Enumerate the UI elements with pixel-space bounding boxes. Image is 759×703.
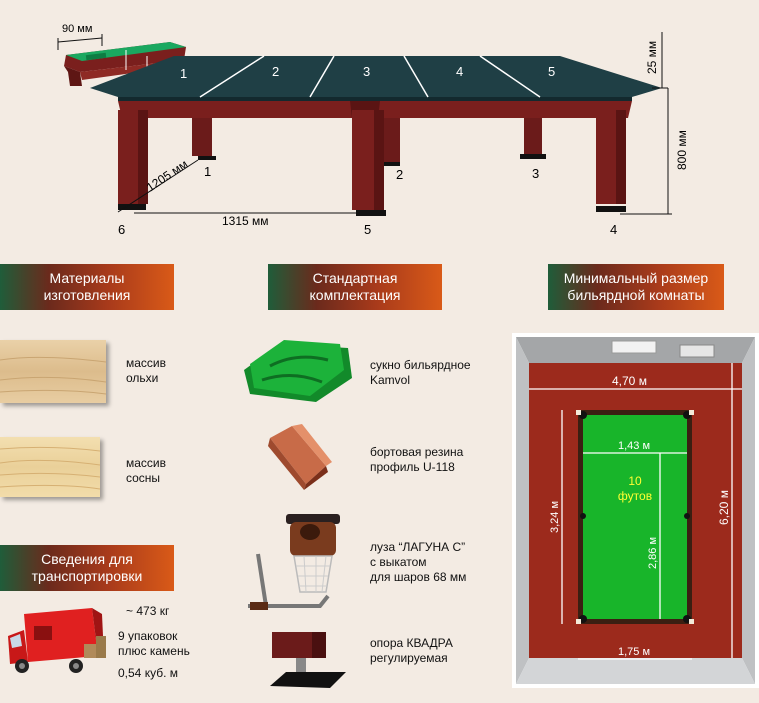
slate-number: 1 [180, 66, 187, 81]
play-length-label: 2,86 м [647, 537, 659, 569]
table-length-label: 3,24 м [549, 501, 561, 533]
window-icon [611, 340, 657, 354]
slate-joint [403, 55, 429, 98]
table-felt [583, 415, 687, 619]
width-dim-line [117, 159, 199, 213]
pocket-icon [248, 514, 340, 610]
slate-edge [118, 97, 632, 101]
slate-joint [479, 55, 541, 98]
room-width-label: 4,70 м [612, 374, 647, 388]
length-dim-label: 1315 мм [222, 214, 269, 228]
leg-number: 2 [396, 167, 403, 182]
table-diagram: 90 мм 1 2 3 4 5 1205 мм 1315 мм 2 [57, 23, 689, 237]
table-legs [118, 110, 626, 210]
room-length-label: 6,20 м [717, 490, 731, 525]
slate-number: 5 [548, 64, 555, 79]
radiator-icon [679, 344, 715, 358]
leg-support-icon [270, 632, 346, 688]
rail-dim-line [57, 37, 103, 43]
play-width-label: 1,43 м [618, 440, 650, 452]
leg-feet [118, 154, 626, 216]
transport-volume: 0,54 куб. м [118, 666, 178, 680]
table-size-unit: футов [618, 489, 652, 503]
leg-number: 3 [532, 166, 539, 181]
leg-number: 4 [610, 222, 617, 237]
slate-number: 4 [456, 64, 463, 79]
leg-number: 5 [364, 222, 371, 237]
table-size-number: 10 [628, 474, 642, 488]
slate-thickness-label: 25 мм [645, 41, 659, 74]
slate-joint [199, 55, 265, 98]
transport-weight: ~ 473 кг [126, 604, 170, 618]
alder-wood-swatch [0, 340, 107, 403]
room-plan[interactable]: 4,70 м 6,20 м 1,43 м 2,86 м 10 футов 1,7… [512, 333, 759, 688]
cloth-icon [244, 340, 352, 402]
cushion-markers [576, 410, 694, 624]
table-width-label: 1,75 м [618, 646, 650, 658]
slate-number: 3 [363, 64, 370, 79]
slate-number: 2 [272, 64, 279, 79]
truck-icon [8, 608, 106, 673]
slate-joint [309, 55, 335, 98]
table-height-label: 800 мм [675, 130, 689, 170]
leg-number: 1 [204, 164, 211, 179]
cushion-rubber-icon [268, 424, 332, 490]
slate-top [90, 56, 662, 97]
pine-wood-swatch [0, 437, 101, 497]
leg-number: 6 [118, 222, 125, 237]
rail-width-label: 90 мм [62, 23, 92, 35]
width-dim-label: 1205 мм [144, 157, 190, 195]
